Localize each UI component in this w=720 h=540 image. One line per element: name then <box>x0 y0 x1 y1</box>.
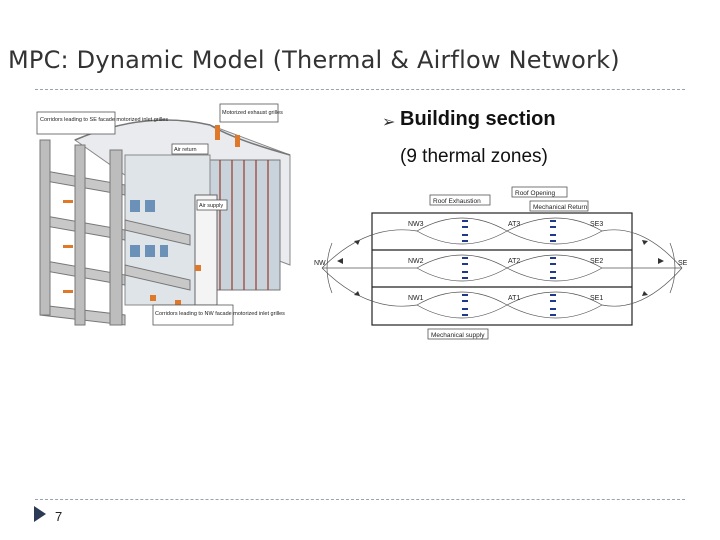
zone-at1: AT1 <box>508 295 520 302</box>
building-cutaway-figure: Corridors leading to SE facade motorized… <box>36 103 291 326</box>
slide-corner-marker-icon <box>34 506 46 522</box>
exterior-nw: NW <box>314 260 326 267</box>
zone-se2: SE2 <box>590 258 603 265</box>
footer-divider <box>35 499 685 500</box>
label-mechanical-return: Mechanical Return <box>533 204 588 211</box>
callout-air-supply: Air supply <box>199 203 223 209</box>
zone-nw1: NW1 <box>408 295 424 302</box>
zone-at2: AT2 <box>508 258 520 265</box>
airflow-network-diagram: Roof Exhaustion Roof Opening Mechanical … <box>314 186 688 340</box>
zone-nw2: NW2 <box>408 258 424 265</box>
page-number: 7 <box>55 509 63 524</box>
bullet-title: Building section <box>400 108 556 130</box>
callout-motorized-exhaust: Motorized exhaust grilles <box>222 110 283 116</box>
zone-se3: SE3 <box>590 221 603 228</box>
title-divider <box>35 89 685 90</box>
label-roof-opening: Roof Opening <box>515 190 555 197</box>
label-mechanical-supply: Mechanical supply <box>431 332 485 339</box>
label-roof-exhaustion: Roof Exhaustion <box>433 198 481 205</box>
callout-air-return: Air return <box>174 147 197 153</box>
callout-corridors-se: Corridors leading to SE facade motorized… <box>40 117 168 123</box>
callout-corridors-nw: Corridors leading to NW facade motorized… <box>155 311 285 317</box>
zone-at3: AT3 <box>508 221 520 228</box>
exterior-se: SE <box>678 260 688 267</box>
arrow-bullet-icon: ➢ <box>382 114 396 131</box>
zone-nw3: NW3 <box>408 221 424 228</box>
bullet-subtitle: (9 thermal zones) <box>400 146 548 167</box>
slide-title: MPC: Dynamic Model (Thermal & Airflow Ne… <box>8 46 620 74</box>
zone-se1: SE1 <box>590 295 603 302</box>
